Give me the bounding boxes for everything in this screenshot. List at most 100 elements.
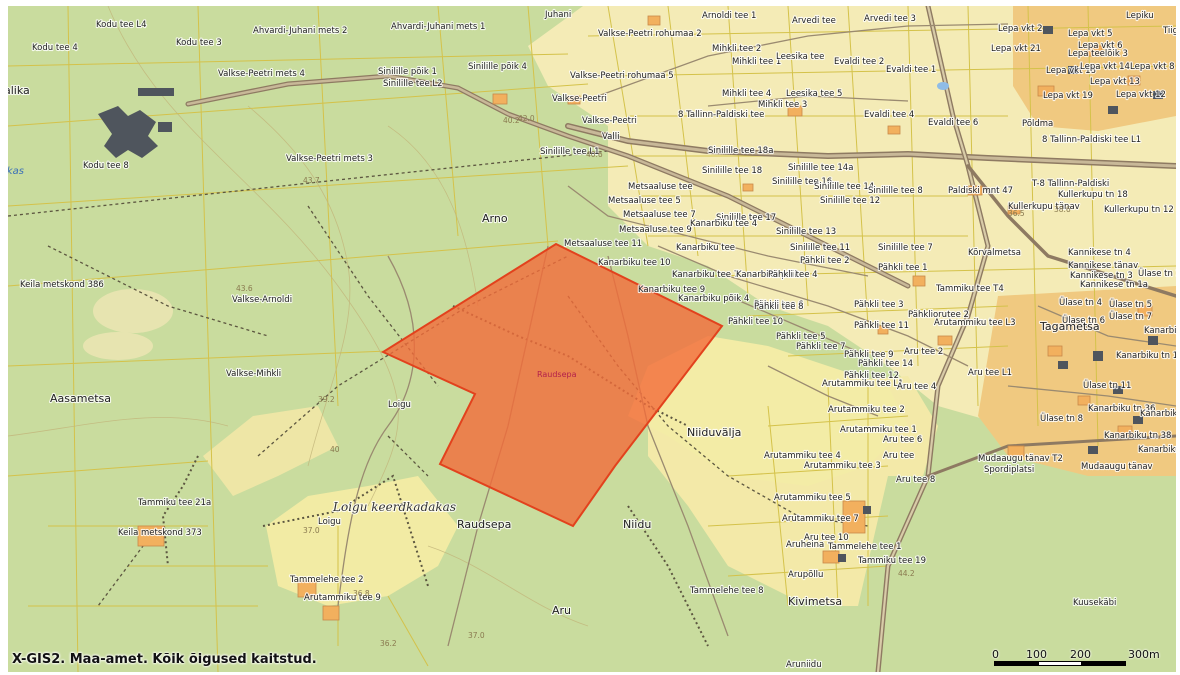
place-label: Aru — [552, 604, 571, 617]
buildings — [137, 15, 1153, 621]
scale-bar: 0 100 200 300m — [992, 648, 1172, 672]
place-label: Tammelehe tee 1 — [827, 542, 902, 552]
place-label: Pähkli tee 2 — [800, 256, 850, 266]
elevation-label: 39.2 — [318, 395, 335, 404]
place-label: Ülase tn 4 — [1059, 297, 1102, 308]
place-label: Kodu tee 4 — [32, 43, 78, 53]
place-label: Valkse-Peetri rohumaa 2 — [598, 29, 702, 39]
scale-label: 100 — [1026, 648, 1047, 661]
place-label: Keila metskond 373 — [118, 528, 202, 538]
elevation-label: 36.2 — [380, 639, 397, 648]
place-label: Keila metskond 386 — [20, 280, 104, 290]
place-label: Pähkli tee 1 — [878, 263, 928, 273]
forest-east — [858, 476, 1176, 672]
meadow-west — [203, 406, 338, 496]
place-label: 8 Tallinn-Paldiski tee L1 — [1042, 135, 1141, 145]
scale-label: 300m — [1128, 648, 1160, 661]
place-label: Sinilille tee 7 — [878, 243, 933, 253]
place-label: Sinilille tee 8 — [868, 186, 923, 196]
place-label: Arutammiku tee 7 — [782, 514, 859, 524]
place-label: Mihkli tee 1 — [732, 57, 781, 67]
place-label: Aasametsa — [50, 392, 111, 405]
place-label: Tammiku tee 19 — [857, 556, 926, 566]
place-label: Valkse-Arnoldi — [232, 295, 292, 305]
place-label: Evaldi tee 4 — [864, 110, 914, 120]
place-label: Sinilille põik 4 — [468, 62, 527, 72]
place-label: Ülase tn 1 — [1138, 268, 1176, 279]
place-label: Kannikese tn 4 — [1068, 248, 1131, 258]
place-label: Kanarbiku põik — [736, 270, 799, 280]
place-label: Kodu tee 8 — [83, 161, 129, 171]
place-label: Valli — [602, 132, 619, 142]
elevation-label: 43.7 — [303, 176, 320, 185]
place-label: Mihkli tee 3 — [758, 100, 807, 110]
place-label: Sinilille tee 18a — [708, 146, 773, 156]
place-label: Sinilille tee 16 — [772, 177, 832, 187]
place-label: Pähkli tee 3 — [854, 300, 904, 310]
place-label: Kanarbiku tn 44 — [1138, 445, 1176, 455]
place-label: Pähkli tee 14 — [858, 359, 913, 369]
place-label: Sinilille tee 13 — [776, 227, 836, 237]
place-label: Sinilille põik 1 — [378, 67, 437, 77]
elevation-label: 37.0 — [468, 631, 485, 640]
place-label: Kivimetsa — [788, 595, 842, 608]
place-label: Paldiski mnt 47 — [948, 186, 1013, 196]
elevation-label: 37.0 — [303, 526, 320, 535]
place-label: Arutammiku tee 1 — [840, 425, 917, 435]
elevation-label: 36.8 — [353, 589, 370, 598]
elevation-label: 38.6 — [1054, 205, 1071, 214]
place-label: Kodu tee L4 — [96, 20, 146, 30]
place-label: Kullerkupu tn 12 — [1104, 205, 1174, 215]
place-label: Raudsepa — [537, 370, 577, 379]
place-label: Pähkliorutee 2 — [908, 310, 969, 320]
place-label: Kõrvalmetsa — [968, 248, 1021, 258]
elevation-label: 43.6 — [236, 284, 253, 293]
place-label: Lepa vkt 18 — [1046, 66, 1096, 76]
place-label: Mudaaugu tänav T2 — [978, 454, 1063, 464]
place-label: Kannikese tn 3 — [1070, 271, 1133, 281]
elevation-label: 40.6 — [586, 150, 603, 159]
place-label: Spordiplatsi — [984, 465, 1034, 475]
place-label: Arnoldi tee 1 — [702, 11, 756, 21]
place-label: Pähkli tee 11 — [854, 321, 909, 331]
place-label: Kanarbiku tee — [676, 243, 735, 253]
place-label: Ülase tn 7 — [1109, 311, 1152, 322]
place-label: Arupõllu — [788, 570, 823, 580]
place-label: Niidu — [623, 518, 651, 531]
place-label: Sinilille tee 14a — [788, 163, 853, 173]
scale-label: 0 — [992, 648, 999, 661]
place-label: Aru tee 8 — [896, 475, 935, 485]
scale-segment — [1038, 661, 1082, 666]
place-label: Mihkli tee 2 — [712, 44, 761, 54]
place-label: Kodu tee 3 — [176, 38, 222, 48]
place-label: Kanarbiku tn 18 — [1116, 351, 1176, 361]
place-label: Tammelehe tee 8 — [689, 586, 764, 596]
place-label: Lepa vkt 12 — [1116, 90, 1166, 100]
elevation-label: 40 — [330, 445, 340, 454]
place-label: Sinilille tee 17 — [716, 213, 776, 223]
place-label: Lepa vkt 5 — [1068, 29, 1113, 39]
place-label: Leesika tee 5 — [786, 89, 842, 99]
place-label: Aru tee — [883, 451, 914, 461]
place-label: 8 Tallinn-Paldiski tee — [678, 110, 764, 120]
place-label: Valkse-Mihkli — [226, 369, 281, 379]
place-label: Sinilille tee 12 — [820, 196, 880, 206]
place-label: Kanarbiku tee 10 — [598, 258, 671, 268]
place-label: T-8 Tallinn-Paldiski — [1031, 179, 1109, 189]
place-label: Metsaaluse tee 11 — [564, 239, 642, 249]
place-label: Pähkli tee 4 — [768, 270, 818, 280]
place-label: Arno — [482, 212, 508, 225]
place-label: Loigu keerdkadakas — [332, 500, 456, 514]
place-label: Kanarbiku tn 36 — [1088, 404, 1155, 414]
place-label: Sinilille tee 14 — [814, 182, 874, 192]
place-label: Kannikese tn 1a — [1080, 280, 1148, 290]
place-label: Sinilille tee L1 — [540, 147, 600, 157]
place-label: Metsaaluse tee 9 — [619, 225, 692, 235]
selected-parcel[interactable] — [380, 242, 724, 528]
elevation-label: 36.5 — [1008, 209, 1025, 218]
place-label: Ülase tn 6 — [1062, 315, 1105, 326]
place-label: Kanarbiku tn 13 — [1144, 326, 1176, 336]
